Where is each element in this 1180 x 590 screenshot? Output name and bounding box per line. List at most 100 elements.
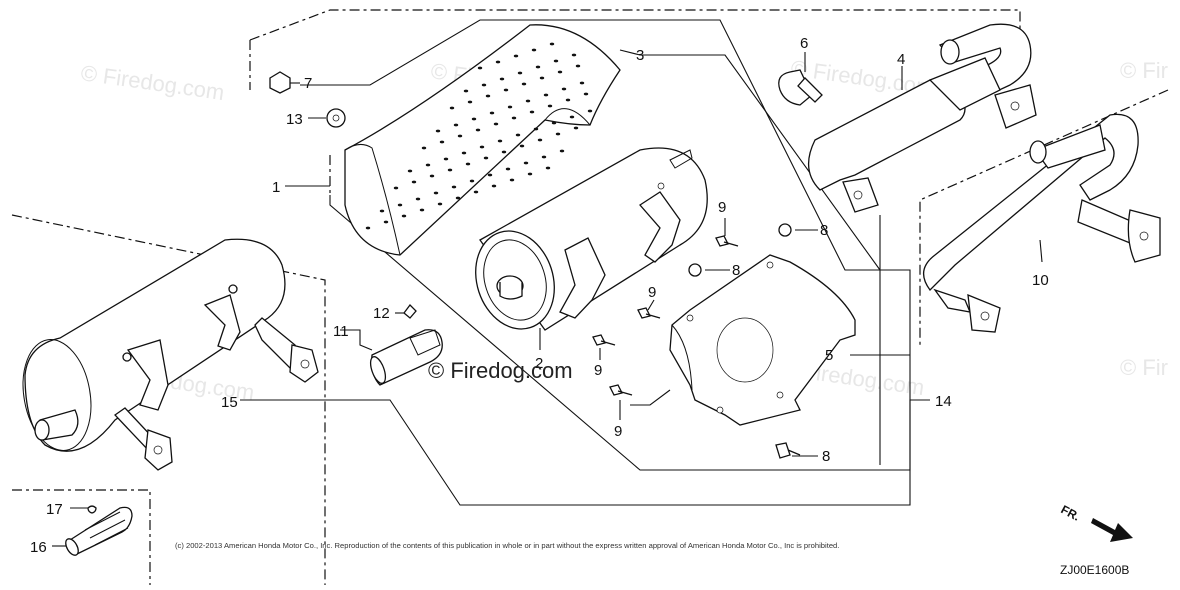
perforation-hole [571, 53, 577, 57]
perforation-hole [477, 66, 483, 70]
callout-8: 8 [820, 222, 828, 239]
perforation-hole [533, 127, 539, 131]
perforation-hole [547, 104, 553, 108]
diagram-code: ZJ00E1600B [1060, 563, 1129, 577]
perforation-hole [383, 220, 389, 224]
assembly-outline-top [249, 9, 1021, 41]
perforation-hole [467, 100, 473, 104]
pipe-clamp [778, 69, 823, 106]
perforation-hole [583, 92, 589, 96]
muffler-bracket [669, 254, 856, 426]
perforation-hole [545, 166, 551, 170]
exhaust-pipe-upper [808, 23, 1037, 213]
callout-5: 5 [825, 347, 833, 364]
perforation-hole [501, 150, 507, 154]
copyright-notice: (c) 2002-2013 American Honda Motor Co., … [175, 541, 839, 550]
fasteners [269, 71, 801, 459]
perforation-hole [573, 126, 579, 130]
perforation-hole [461, 151, 467, 155]
perforation-hole [575, 64, 581, 68]
perforation-hole [549, 42, 555, 46]
perforation-hole [539, 76, 545, 80]
front-arrow-indicator: FR. [1059, 502, 1133, 542]
perforation-hole [531, 48, 537, 52]
perforation-hole [565, 98, 571, 102]
perforation-hole [481, 83, 487, 87]
perforation-hole [487, 173, 493, 177]
assembly-outline-10 [919, 89, 1169, 345]
callout-11: 11 [333, 323, 349, 340]
perforation-hole [511, 116, 517, 120]
perforation-hole [463, 89, 469, 93]
perforation-hole [471, 117, 477, 121]
spark-arrester-screen [65, 505, 133, 556]
perforation-hole [509, 178, 515, 182]
callout-16: 16 [30, 539, 47, 556]
perforation-hole [451, 185, 457, 189]
callout-9: 9 [718, 199, 726, 216]
perforation-hole [449, 106, 455, 110]
perforation-hole [529, 110, 535, 114]
perforation-hole [465, 162, 471, 166]
perforation-hole [559, 149, 565, 153]
perforation-hole [491, 184, 497, 188]
leader-3 [619, 49, 881, 271]
perforation-hole [439, 140, 445, 144]
muffler-assembly [22, 238, 319, 471]
perforation-hole [543, 93, 549, 97]
perforation-hole [489, 111, 495, 115]
perforation-hole [447, 168, 453, 172]
perforation-hole [365, 226, 371, 230]
perforation-hole [469, 179, 475, 183]
perforation-hole [525, 99, 531, 103]
perforation-hole [513, 54, 519, 58]
perforation-hole [393, 186, 399, 190]
assembly-outline-15 [11, 214, 326, 585]
callout-4: 4 [897, 51, 905, 68]
exhaust-pipe-lower [923, 113, 1161, 333]
leader-bracket-15-14 [240, 399, 930, 506]
perforation-hole [415, 197, 421, 201]
callout-9: 9 [614, 423, 622, 440]
perforation-hole [579, 81, 585, 85]
perforation-hole [521, 82, 527, 86]
leader-lines [52, 52, 1043, 547]
assembly-outline-16 [12, 489, 151, 585]
callout-8: 8 [822, 448, 830, 465]
perforation-hole [453, 123, 459, 127]
front-arrow-icon [1091, 518, 1133, 542]
callout-13: 13 [286, 111, 303, 128]
perforation-hole [587, 109, 593, 113]
perforation-hole [407, 169, 413, 173]
perforation-hole [499, 77, 505, 81]
callout-3: 3 [636, 47, 644, 64]
perforation-hole [457, 134, 463, 138]
muffler [475, 147, 708, 331]
perforation-hole [519, 144, 525, 148]
callout-14: 14 [935, 393, 952, 410]
perforation-hole [493, 122, 499, 126]
callout-1: 1 [272, 179, 280, 196]
perforation-hole [507, 105, 513, 109]
callout-6: 6 [800, 35, 808, 52]
callout-15: 15 [221, 394, 238, 411]
perforation-hole [483, 156, 489, 160]
callout-7: 7 [304, 75, 312, 92]
perforation-hole [379, 209, 385, 213]
perforation-hole [435, 129, 441, 133]
heat-shield [344, 24, 621, 256]
perforation-hole [437, 202, 443, 206]
perforation-hole [397, 203, 403, 207]
perforation-hole [479, 145, 485, 149]
perforation-hole [557, 70, 563, 74]
perforation-hole [551, 121, 557, 125]
watermark-faint: © Fir [1120, 58, 1168, 83]
callout-8: 8 [732, 262, 740, 279]
spark-arrester [369, 304, 443, 386]
watermark-main: © Firedog.com [428, 358, 573, 383]
perforation-hole [505, 167, 511, 171]
perforation-hole [429, 174, 435, 178]
perforation-hole [497, 139, 503, 143]
watermark-faint: © Fir [1120, 355, 1168, 380]
